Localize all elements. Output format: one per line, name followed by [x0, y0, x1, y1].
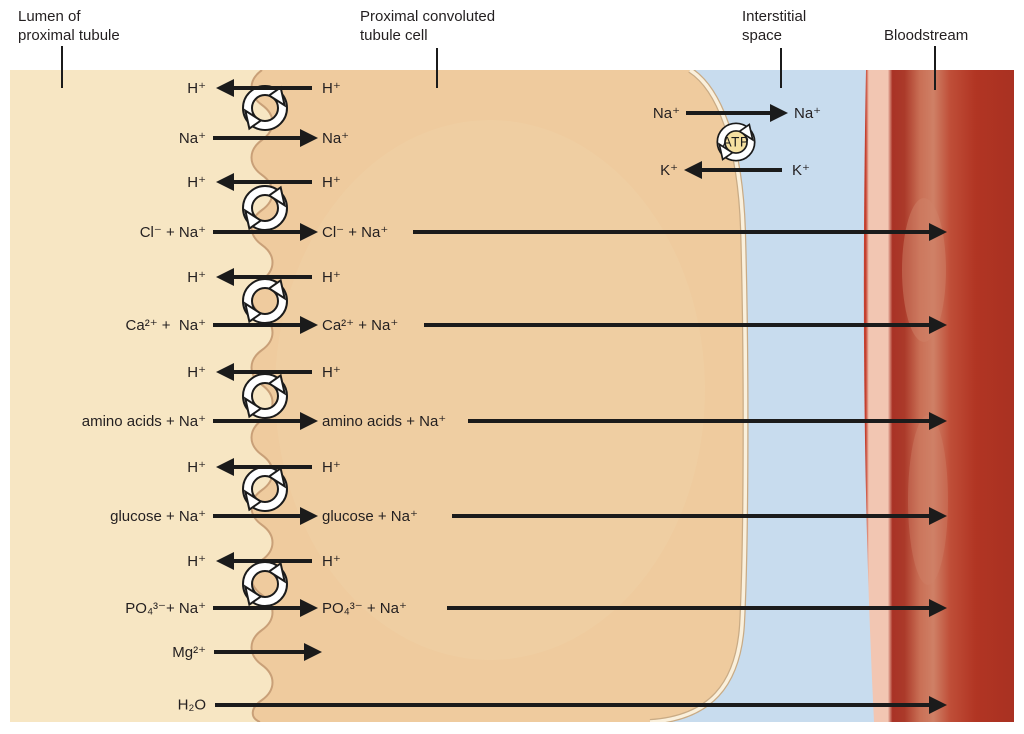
label-line: Lumen of [18, 8, 81, 25]
cell-shading [275, 120, 705, 660]
label-line: tubule cell [360, 27, 428, 44]
cell-side-label: H⁺ [322, 459, 341, 476]
label-proximal-convoluted-tubule-cell: Proximal convoluted tubule cell [360, 7, 495, 45]
cell-side-label: H⁺ [322, 80, 341, 97]
cell-side-label: amino acids + Na⁺ [322, 413, 447, 430]
reabsorption-to-blood-arrow [452, 507, 947, 524]
lumen-side-label: H⁺ [187, 80, 206, 97]
bloodstream-region [863, 70, 1014, 722]
cell-side-label: H⁺ [322, 553, 341, 570]
h-secretion-arrow [216, 79, 312, 96]
label-line: proximal tubule [18, 27, 120, 44]
pump-k-import-arrow [684, 161, 782, 178]
lumen-region [10, 70, 282, 722]
lumen-side-label: Na⁺ [178, 130, 206, 147]
lumen-side-label: H⁺ [187, 553, 206, 570]
label-line: space [742, 27, 783, 44]
label-line: Proximal convoluted [360, 8, 496, 25]
leader-line-cell [436, 48, 438, 88]
lumen-side-label: H⁺ [187, 459, 206, 476]
lumen-side-label: H₂O [177, 696, 206, 714]
lumen-side-label: H⁺ [187, 174, 206, 191]
label-lumen-of-proximal-tubule: Lumen of proximal tubule [18, 7, 120, 45]
cell-side-label: Cl⁻ + Na⁺ [322, 224, 389, 241]
apical-uptake-arrow [213, 599, 318, 616]
membrane-wavy-line [250, 70, 274, 722]
lumen-side-label: H⁺ [187, 364, 206, 381]
pump-na-export-arrow [686, 104, 788, 121]
lumen-side-label: H⁺ [187, 269, 206, 286]
lumen-side-label: amino acids + Na⁺ [81, 413, 206, 430]
label-line: Bloodstream [884, 27, 969, 44]
lumen-side-label: PO₄³⁻+ Na⁺ [125, 600, 206, 617]
h-secretion-arrow [216, 552, 312, 569]
reabsorption-to-blood-arrow [413, 223, 947, 240]
reabsorption-to-blood-arrow [447, 599, 947, 616]
h-secretion-arrow [216, 173, 312, 190]
cell-side-label: glucose + Na⁺ [322, 508, 418, 525]
apical-uptake-arrow [213, 129, 318, 146]
cell-side-label: H⁺ [322, 269, 341, 286]
label-interstitial-space: Interstitial space [742, 7, 806, 45]
h-secretion-arrow [216, 268, 312, 285]
apical-uptake-arrow [213, 507, 318, 524]
cell-side-label: PO₄³⁻ + Na⁺ [322, 600, 407, 617]
pump-k-cell-label: K⁺ [660, 162, 678, 179]
label-bloodstream: Bloodstream [884, 26, 968, 45]
apical-uptake-arrow [214, 643, 322, 660]
atp-label: ATP [722, 134, 750, 150]
cell-side-label: Ca²⁺ + Na⁺ [322, 317, 399, 334]
apical-uptake-arrow [213, 316, 318, 333]
water-reabsorption-arrow [215, 696, 947, 713]
pump-na-cell-label: Na⁺ [652, 105, 680, 122]
lumen-side-label: glucose + Na⁺ [110, 508, 206, 525]
reabsorption-to-blood-arrow [468, 412, 947, 429]
apical-uptake-arrow [213, 412, 318, 429]
lumen-side-label: Cl⁻ + Na⁺ [139, 224, 206, 241]
apical-uptake-arrow [213, 223, 318, 240]
diagram-art [10, 70, 1014, 722]
reabsorption-to-blood-arrow [424, 316, 947, 333]
lumen-side-label: Ca²⁺ + Na⁺ [125, 317, 206, 334]
lumen-side-label: Mg²⁺ [172, 644, 206, 661]
blood-highlight [908, 415, 948, 585]
label-line: Interstitial [742, 8, 807, 25]
cell-side-label: H⁺ [322, 174, 341, 191]
leader-line-bloodstream [934, 46, 936, 90]
atp-pump-icon [714, 124, 757, 161]
pump-na-interstitial-label: Na⁺ [794, 105, 822, 122]
h-secretion-arrow [216, 363, 312, 380]
pump-k-interstitial-label: K⁺ [792, 162, 810, 179]
leader-line-lumen [61, 46, 63, 88]
cell-side-label: Na⁺ [322, 130, 350, 147]
cell-side-label: H⁺ [322, 364, 341, 381]
leader-line-interstitial [780, 48, 782, 88]
h-secretion-arrow [216, 458, 312, 475]
